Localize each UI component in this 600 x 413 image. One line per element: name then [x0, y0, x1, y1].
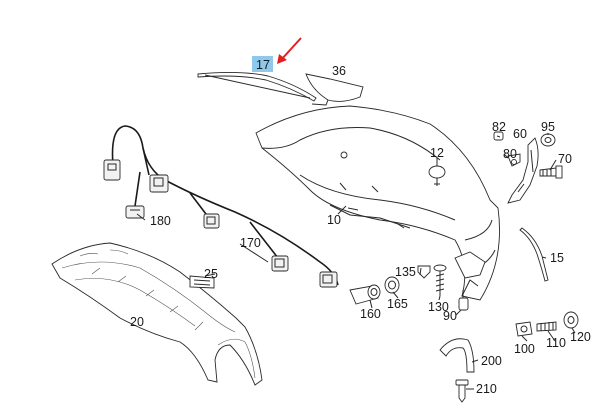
callout-15: 15 [550, 251, 564, 265]
part-60-bracket [507, 137, 539, 204]
callout-180: 180 [150, 214, 171, 228]
callout-25: 25 [204, 267, 218, 281]
callout-20: 20 [130, 315, 144, 329]
connector-b [149, 174, 169, 193]
callout-210: 210 [476, 382, 497, 396]
part-25-bracket [189, 275, 215, 289]
part-165-ring [384, 276, 400, 294]
part-36-trim-piece [305, 73, 364, 106]
callout-110: 110 [546, 336, 566, 350]
callout-70: 70 [558, 152, 572, 166]
part-80-clip [507, 153, 521, 167]
connector-d [319, 271, 338, 288]
callout-100: 100 [514, 342, 535, 356]
part-70-screw [539, 165, 563, 179]
callout-130: 130 [428, 300, 449, 314]
callout-36: 36 [332, 64, 346, 78]
part-110-screw [536, 321, 557, 332]
callout-200: 200 [481, 354, 502, 368]
connector-170 [271, 255, 289, 272]
callout-60: 60 [513, 127, 527, 141]
leader-lines [136, 133, 576, 390]
callout-165: 165 [387, 297, 408, 311]
part-100-clip [515, 321, 533, 337]
callout-82: 82 [492, 120, 506, 134]
part-200-bracket [439, 338, 475, 373]
part-135-clip [417, 265, 431, 279]
connector-180 [125, 205, 145, 219]
callout-90: 90 [443, 309, 457, 323]
callout-95: 95 [541, 120, 555, 134]
part-95-grommet [540, 133, 556, 147]
connector-c [203, 213, 220, 229]
part-130-screw [433, 264, 447, 296]
connector-a [103, 159, 121, 181]
part-10-bumper-cover [255, 105, 500, 301]
part-15-side-strip [519, 227, 549, 282]
part-120-washer [563, 311, 579, 329]
red-arrow-icon [277, 37, 302, 64]
callout-170: 170 [240, 236, 261, 250]
bracket-mount [454, 251, 486, 279]
part-90-clip [458, 290, 469, 311]
callout-135: 135 [395, 265, 416, 279]
callout-12: 12 [430, 146, 444, 160]
part-160-sensor [349, 284, 381, 305]
callout-17-highlight [252, 56, 273, 72]
part-210-pin [455, 379, 469, 403]
part-20-diffuser [51, 242, 263, 386]
callout-160: 160 [360, 307, 381, 321]
callout-10: 10 [327, 213, 341, 227]
part-17-trim-strip [197, 71, 317, 102]
callout-80: 80 [503, 147, 517, 161]
callout-17: 17 [256, 58, 270, 72]
callout-120: 120 [570, 330, 591, 344]
